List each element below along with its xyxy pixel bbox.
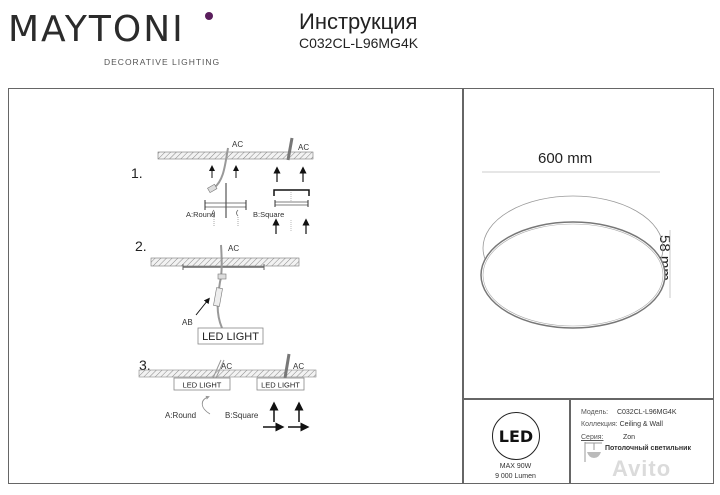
avito-watermark: Avito <box>612 456 672 481</box>
spec-value: Ceiling & Wall <box>619 421 663 428</box>
brand-logo: MAYTONI DECORATIVE LIGHTING <box>8 9 219 68</box>
installation-diagram: 1. AC AC A:Round B:Square 2. <box>131 137 317 432</box>
instruction-frame <box>8 88 714 484</box>
spec-row-model: Модель: C032CL-L96MG4K <box>581 409 676 416</box>
svg-text:AC: AC <box>228 244 239 253</box>
svg-text:A:Round: A:Round <box>186 210 215 219</box>
spec-value: C032CL-L96MG4K <box>616 409 677 416</box>
spec-row-collection: Коллекция: Ceiling & Wall <box>581 421 663 428</box>
spec-divider-horizontal <box>462 398 714 400</box>
document-model: C032CL-L96MG4K <box>299 35 419 51</box>
svg-text:B:Square: B:Square <box>253 210 284 219</box>
document-title: Инструкция <box>299 9 418 34</box>
svg-text:B:Square: B:Square <box>225 411 259 420</box>
step-1-number: 1. <box>131 165 143 181</box>
spec-label: Коллекция: <box>581 421 618 428</box>
step-3-number: 3. <box>139 357 151 373</box>
svg-text:AB: AB <box>182 318 193 327</box>
brand-name: MAYTONI <box>8 9 185 50</box>
frame-divider <box>462 88 464 484</box>
svg-text:AC: AC <box>221 362 232 371</box>
product-type: Потолочный светильник <box>605 445 691 452</box>
svg-text:LED LIGHT: LED LIGHT <box>183 381 222 390</box>
ceiling-lamp-icon <box>584 442 602 462</box>
led-badge: LED <box>492 412 540 460</box>
svg-text:AC: AC <box>298 143 309 152</box>
svg-text:AC: AC <box>232 140 243 149</box>
dimension-width: 600 mm <box>538 150 593 167</box>
max-power: MAX 90W <box>499 463 532 470</box>
svg-text:LED LIGHT: LED LIGHT <box>202 331 259 343</box>
spec-label: Модель: <box>581 409 609 416</box>
spec-divider-vertical <box>569 398 571 484</box>
spec-label: Серия: <box>581 434 604 441</box>
svg-text:A:Round: A:Round <box>165 411 196 420</box>
brand-tagline: DECORATIVE LIGHTING <box>104 57 221 67</box>
brand-dot-accent <box>205 12 213 20</box>
step-1-diagram: 1. AC AC A:Round B:Square <box>131 137 314 234</box>
spec-row-series: Серия: Zon <box>581 434 635 441</box>
step-2-diagram: 2. AC AB LED LIGHT <box>135 238 300 345</box>
svg-text:AC: AC <box>293 362 304 371</box>
step-3-diagram: 3. AC AC LED LIGHT LED LIGHT A:Round B:S… <box>138 353 317 432</box>
lumen-output: 9 000 Lumen <box>495 473 536 480</box>
lamp-dimension-drawing <box>480 171 671 329</box>
spec-value: Zon <box>622 434 636 441</box>
svg-text:LED LIGHT: LED LIGHT <box>261 381 300 390</box>
step-2-number: 2. <box>135 238 147 254</box>
